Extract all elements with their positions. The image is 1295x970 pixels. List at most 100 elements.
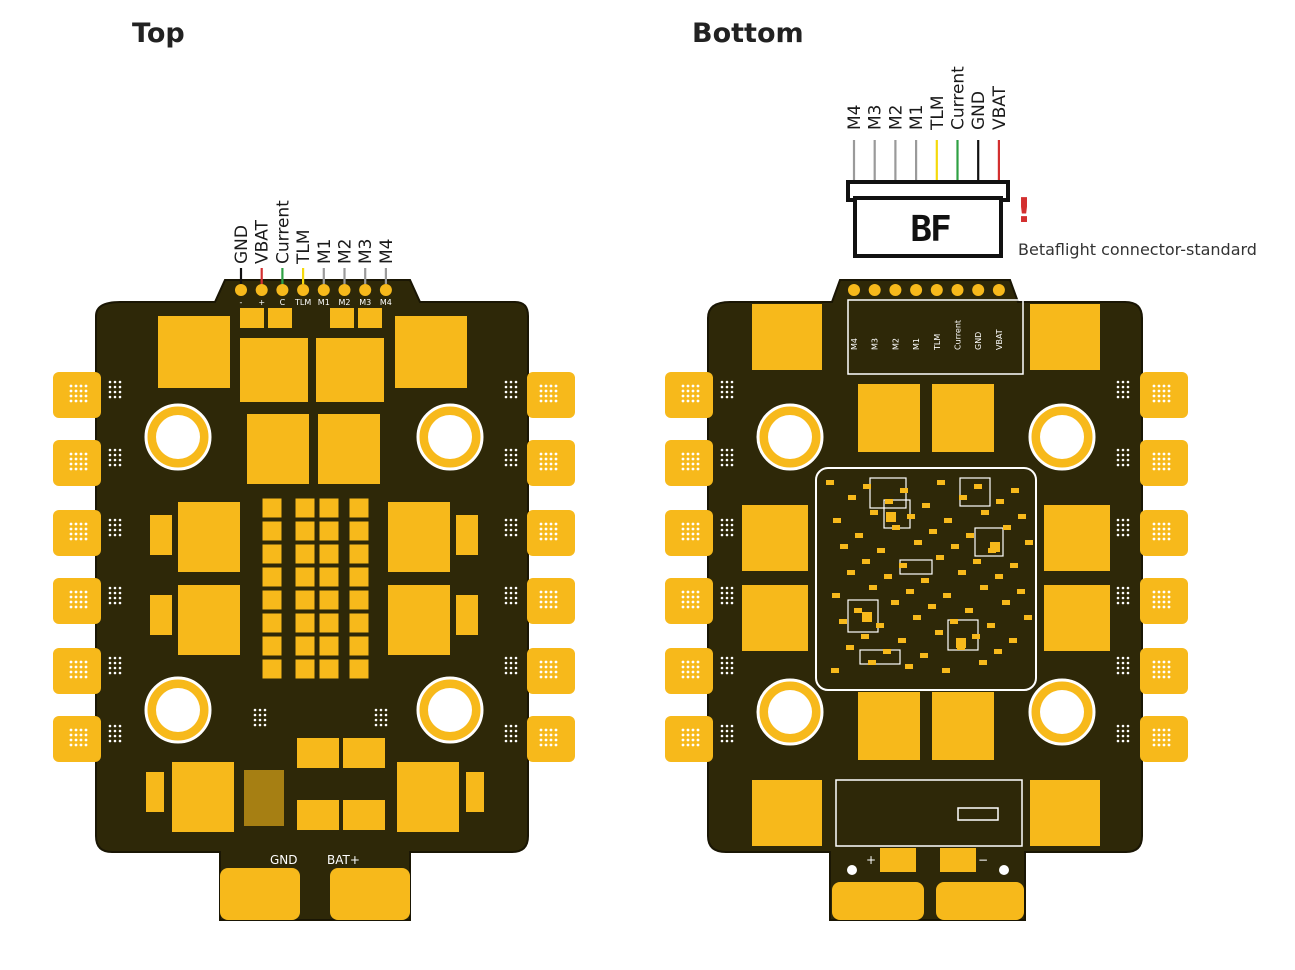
top-mosfet-c1: [240, 338, 308, 402]
wire-label: VBAT: [253, 219, 273, 264]
bottom-power-pad-1: [880, 848, 916, 872]
pad-label: +: [258, 298, 265, 307]
top-smd-2: [268, 308, 292, 328]
top-smd-l1: [150, 515, 172, 555]
bottom-power-pad-2: [940, 848, 976, 872]
wire-label: M1: [907, 105, 927, 130]
bottom-mosfet-mr2: [1044, 585, 1110, 651]
bottom-mosfet-lr: [1030, 780, 1100, 846]
top-power-pad-4: [343, 800, 385, 830]
top-gnd-label: GND: [270, 853, 298, 867]
pad-label: M4: [850, 338, 859, 350]
pad-label: M2: [891, 338, 900, 350]
pad-label: M4: [380, 298, 392, 307]
wire-label: M2: [336, 239, 356, 264]
motor-pad: [53, 510, 101, 556]
pad-label: TLM: [933, 334, 942, 351]
motor-pad: [665, 716, 713, 762]
bottom-mosfet-ml2: [742, 585, 808, 651]
pad-label: GND: [974, 332, 983, 350]
bottom-mosfet-c1: [858, 384, 920, 452]
top-bat-label: BAT+: [327, 853, 360, 867]
bottom-header-frame: [847, 299, 1024, 375]
wire-label: M2: [886, 105, 906, 130]
wire-label: GND: [232, 225, 252, 264]
bottom-mosfet-mr1: [1044, 505, 1110, 571]
motor-pad: [53, 578, 101, 624]
bottom-mosfet-c2: [932, 384, 994, 452]
top-smd-b1: [244, 770, 284, 826]
bottom-mosfet-ll: [752, 780, 822, 846]
top-capacitor-array: [261, 497, 370, 680]
bottom-shunt: [957, 807, 999, 821]
bottom-battery-pad-right: [936, 882, 1024, 920]
bottom-mosfet-ul: [752, 304, 822, 370]
top-mosfet-c4: [318, 414, 380, 484]
bottom-power-area: [835, 779, 1023, 847]
top-smd-lr: [466, 772, 484, 812]
top-mosfet-ur: [395, 316, 467, 388]
bottom-mcu-components: [826, 477, 1033, 673]
bottom-side-pads: [665, 372, 1188, 762]
connector-pad: [235, 284, 247, 296]
top-power-pad-1: [297, 738, 339, 768]
top-mosfet-ml1: [178, 502, 240, 572]
wire-label: Current: [949, 66, 969, 130]
top-smd-r1: [456, 515, 478, 555]
warning-icon: !: [1016, 191, 1032, 231]
wire-label: TLM: [928, 95, 948, 131]
connector-pad: [276, 284, 289, 296]
wire-label: GND: [969, 91, 989, 130]
motor-pad: [665, 372, 713, 418]
wire-label: TLM: [294, 229, 314, 265]
connector-pad: [868, 284, 881, 296]
pad-label: VBAT: [995, 329, 1004, 350]
bottom-mosfet-c4: [932, 692, 994, 760]
pad-label: C: [280, 298, 286, 307]
connector-pad: [297, 284, 310, 296]
bottom-minus-label: −: [978, 853, 988, 867]
wire-label: VBAT: [990, 85, 1010, 130]
connector-pad: [255, 284, 268, 296]
bottom-mosfet-ur: [1030, 304, 1100, 370]
bottom-heading: Bottom: [692, 18, 804, 49]
bottom-mcu-area: [815, 467, 1037, 691]
top-smd-ll: [146, 772, 164, 812]
top-smd-l2: [150, 595, 172, 635]
connector-pad: [951, 284, 964, 296]
bottom-mosfet-ml1: [742, 505, 808, 571]
bf-connector-body: [853, 196, 1003, 258]
wire-label: Current: [273, 200, 293, 264]
top-smd-1: [240, 308, 264, 328]
connector-pad: [317, 284, 330, 296]
pad-label: M1: [912, 338, 921, 350]
bottom-battery-pad-left: [832, 882, 924, 920]
connector-pad: [889, 284, 902, 296]
wire-label: M4: [845, 105, 865, 130]
connector-pad: [972, 284, 985, 296]
pad-label: -: [240, 298, 243, 307]
top-mosfet-c2: [316, 338, 384, 402]
wire-label: M4: [377, 239, 397, 264]
connector-pad: [910, 284, 923, 296]
motor-pad: [53, 440, 101, 486]
top-heading: Top: [132, 18, 185, 49]
top-power-pad-3: [297, 800, 339, 830]
top-side-pads: [53, 372, 575, 762]
top-smd-3: [330, 308, 354, 328]
betaflight-caption: Betaflight connector-standard: [1018, 240, 1257, 259]
wire-label: M1: [315, 239, 335, 264]
betaflight-logo-icon: BF: [910, 209, 950, 250]
connector-pad: [338, 284, 351, 296]
motor-pad: [665, 578, 713, 624]
bottom-plus-label: +: [866, 853, 876, 867]
connector-pad: [359, 284, 372, 296]
motor-pad: [53, 716, 101, 762]
connector-pad: [992, 284, 1005, 296]
pad-label: M2: [339, 298, 351, 307]
top-smd-r2: [456, 595, 478, 635]
